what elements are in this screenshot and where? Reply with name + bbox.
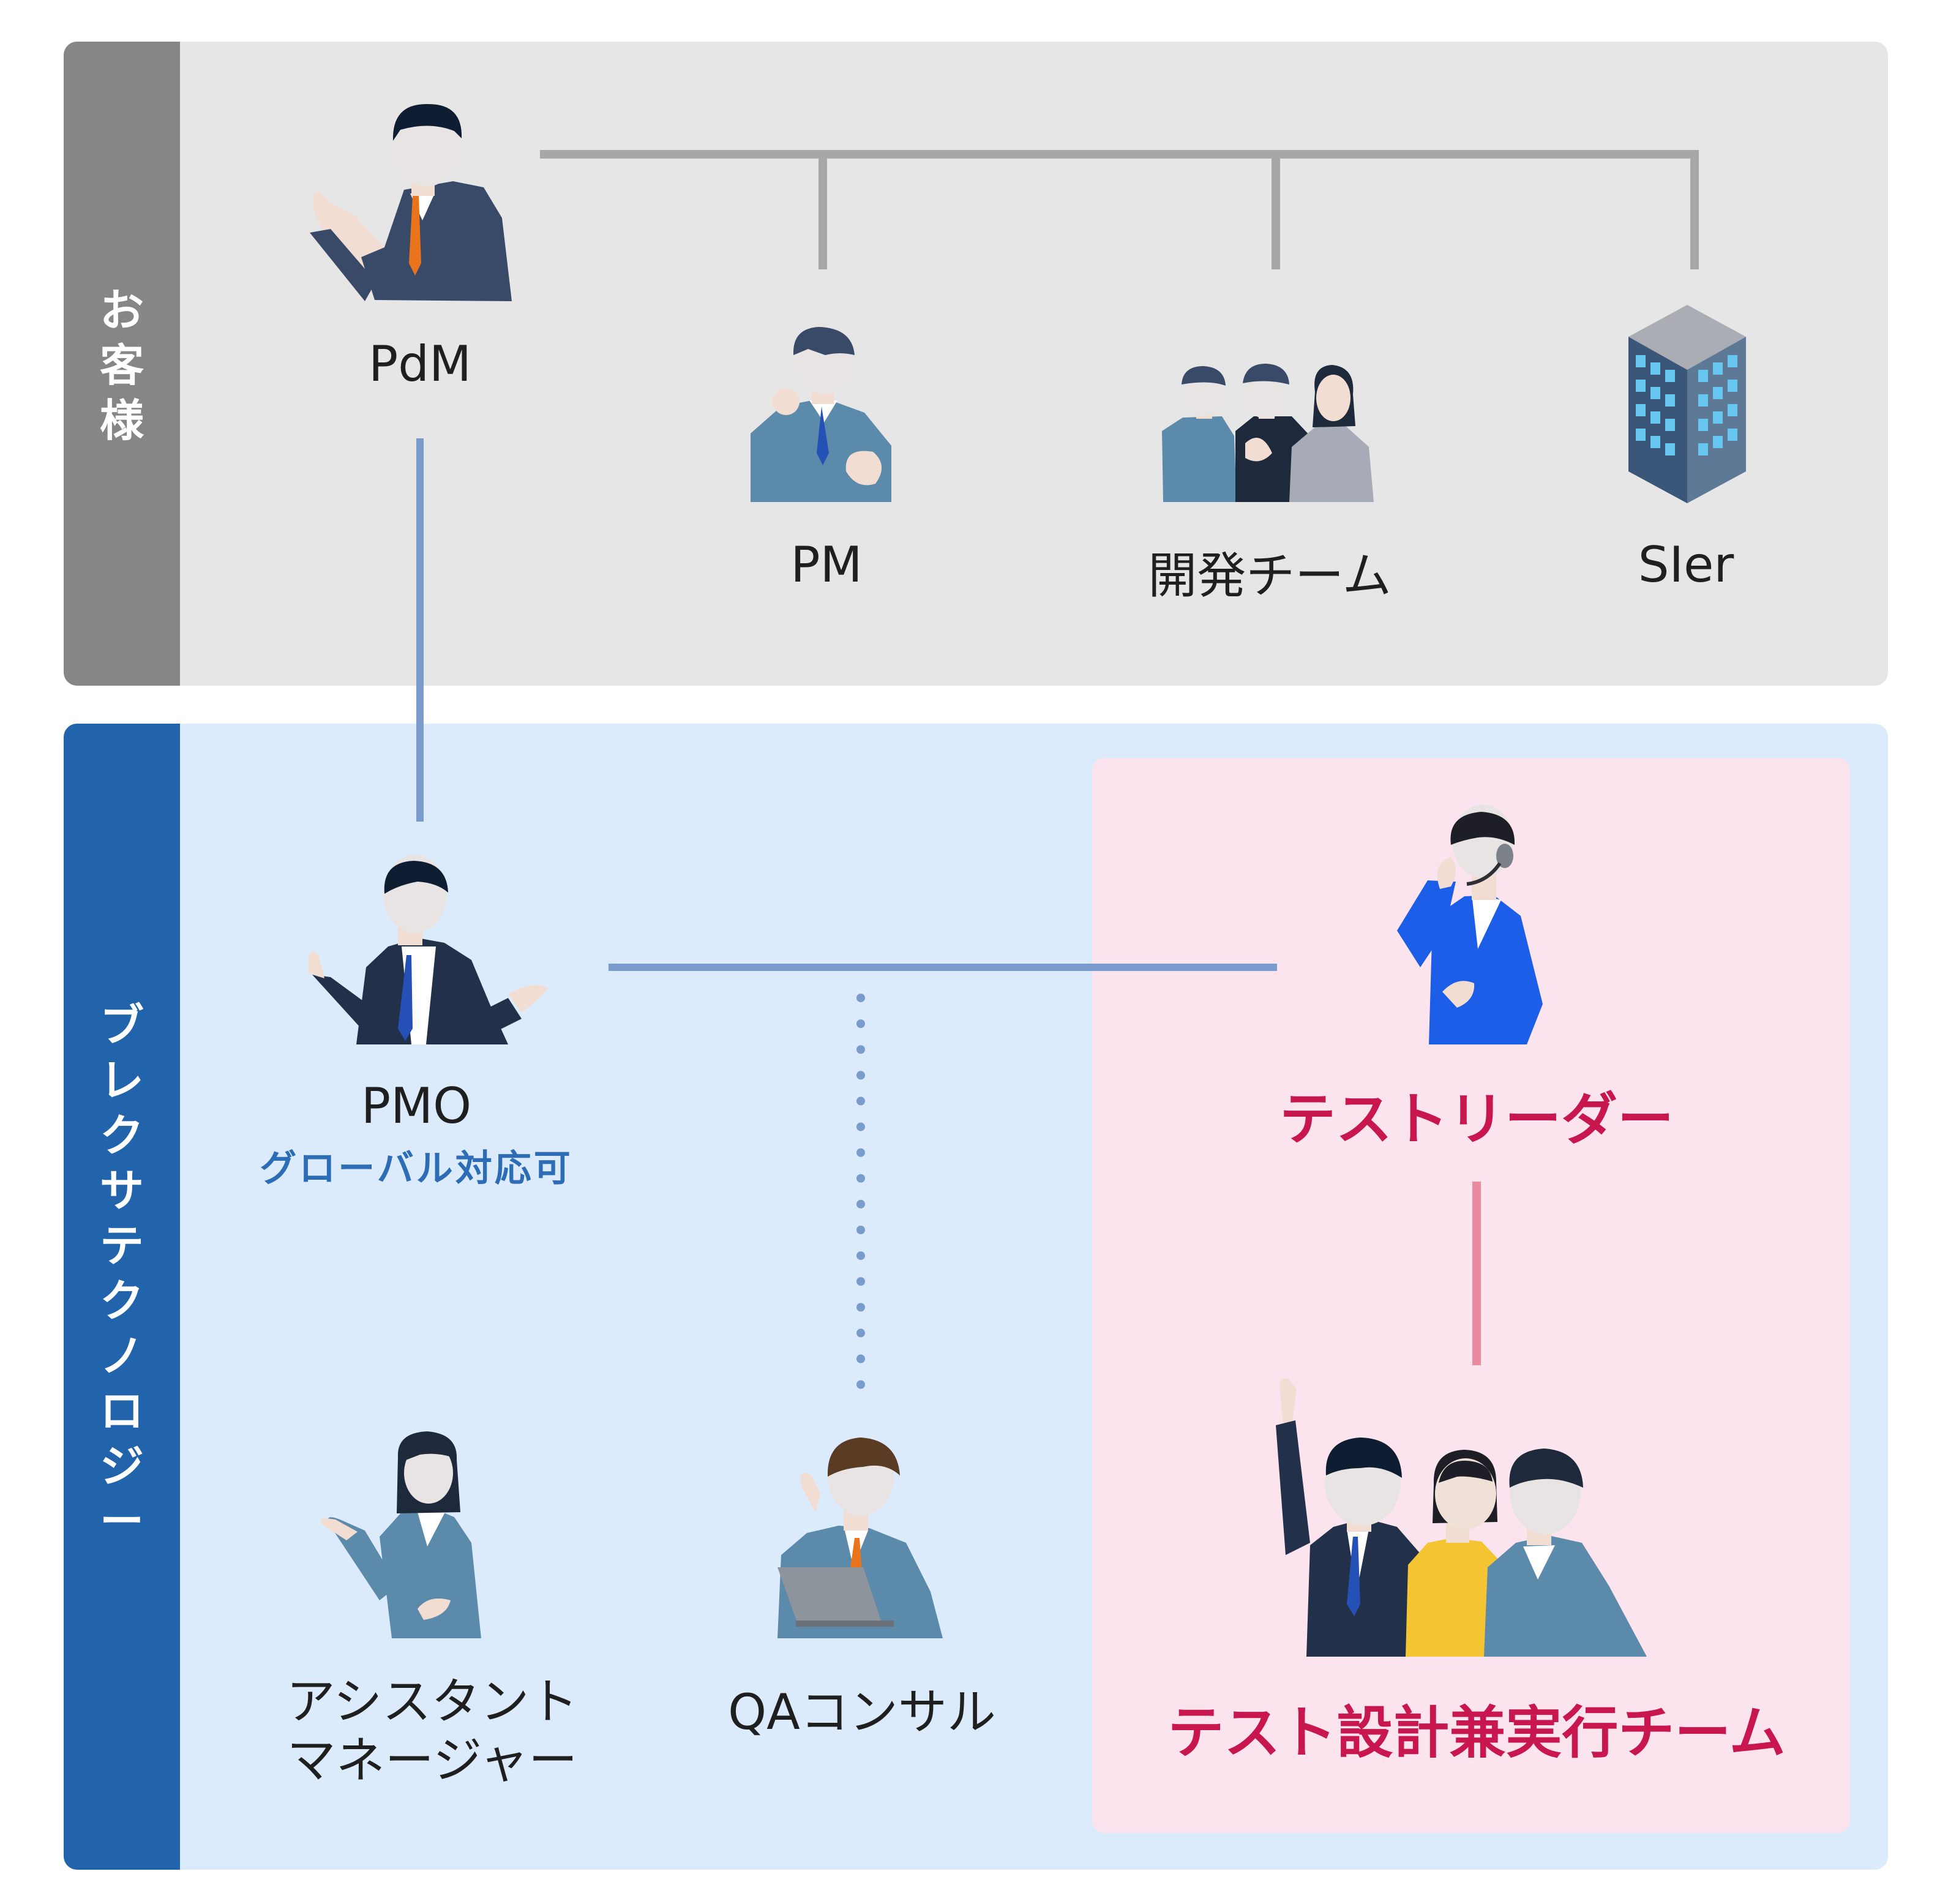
pdm-label: PdM xyxy=(368,335,472,392)
customer-band-sidebar xyxy=(64,42,180,686)
dev-team-label: 開発チーム xyxy=(1148,547,1392,604)
pmo-sublabel: グローバル対応可 xyxy=(260,1147,573,1190)
office-building-icon xyxy=(1628,305,1746,503)
company-band-label-char: テ xyxy=(99,1220,144,1272)
connectors xyxy=(416,150,1699,1394)
sier-label: SIer xyxy=(1638,536,1734,593)
company-band-label-char: ノ xyxy=(99,1330,144,1382)
pmo-label: PMO xyxy=(361,1078,472,1134)
company-band-label-char: ジ xyxy=(99,1441,144,1492)
pm-label: PM xyxy=(790,536,863,593)
customer-band-label-char: 客 xyxy=(99,340,144,391)
manager-presenting-icon xyxy=(310,101,512,301)
qa-consultant-label: QAコンサル xyxy=(728,1684,996,1741)
manager-explaining-icon xyxy=(308,855,549,1044)
test-team-group-icon xyxy=(1276,1378,1647,1657)
company-band-sidebar xyxy=(64,724,180,1870)
assistant-manager-label: アシスタント マネージャー xyxy=(287,1673,579,1790)
assistant-manager-label-line1: アシスタント xyxy=(286,1673,579,1730)
customer-band-label-char: お xyxy=(99,285,144,336)
customer-band-label: お 客 様 xyxy=(64,283,180,448)
test-leader-label: テストリーダー xyxy=(1279,1087,1674,1152)
company-band-label-char: サ xyxy=(99,1165,144,1216)
test-team-label: テスト設計兼実行チーム xyxy=(1167,1700,1786,1766)
company-band-label-char: ク xyxy=(99,1110,144,1161)
dev-team-group-icon xyxy=(1162,364,1374,502)
manager-thinking-icon xyxy=(751,323,891,502)
woman-assistant-icon xyxy=(320,1431,481,1638)
customer-connector-top xyxy=(540,150,1699,269)
customer-band-bg xyxy=(64,42,1888,686)
company-band-label-char: ロ xyxy=(99,1385,144,1437)
company-band-label: ブ レ ク サ テ ク ノ ロ ジ ー xyxy=(64,998,180,1549)
customer-band xyxy=(64,42,1888,686)
customer-band-label-char: 様 xyxy=(99,395,144,446)
headset-leader-icon xyxy=(1397,804,1543,1044)
company-band-label-char: ク xyxy=(99,1275,144,1327)
consultant-laptop-icon xyxy=(777,1437,943,1638)
company-band-label-char: ー xyxy=(99,1496,144,1547)
assistant-manager-label-line2: マネージャー xyxy=(287,1732,578,1789)
company-band-label-char: レ xyxy=(99,1055,144,1106)
test-area-bg xyxy=(1092,758,1850,1833)
company-band-label-char: ブ xyxy=(99,1000,144,1051)
